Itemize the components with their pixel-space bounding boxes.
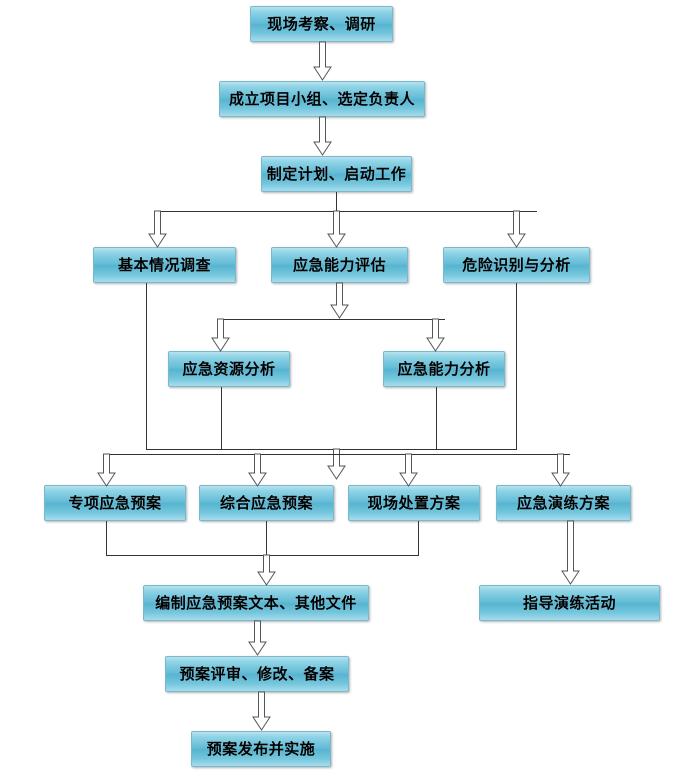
flow-node-drill-plan[interactable]: 应急演练方案	[496, 485, 631, 521]
edge-line-make-plan-stem	[336, 192, 337, 211]
edge-arrow-form-team-to-make-plan	[313, 116, 332, 156]
flow-node-site-survey[interactable]: 现场考察、调研	[250, 6, 393, 42]
edge-bar-row3-split	[157, 211, 537, 212]
flow-node-label: 基本情况调查	[117, 255, 211, 274]
flow-node-label: 专项应急预案	[68, 493, 162, 512]
flow-node-capability-assessment[interactable]: 应急能力评估	[271, 247, 408, 283]
flow-node-label: 预案发布并实施	[206, 739, 316, 758]
flow-node-label: 现场考察、调研	[267, 14, 376, 33]
flow-node-hazard-identification[interactable]: 危险识别与分析	[443, 247, 590, 283]
edge-arrow-to-comprehensive-plan	[248, 453, 267, 487]
flow-node-special-plan[interactable]: 专项应急预案	[44, 485, 186, 521]
flow-node-resource-analysis[interactable]: 应急资源分析	[168, 351, 290, 387]
edge-arrow-to-hazard-identification	[507, 210, 526, 248]
edge-arrow-merge-to-compile-documents	[257, 554, 276, 586]
flow-node-label: 指导演练活动	[522, 593, 616, 612]
edge-arrow-site-survey-to-form-team	[313, 41, 332, 81]
edge-bar-row5-merge	[146, 449, 517, 450]
edge-arrow-drill-plan-to-guide-drills	[561, 520, 580, 585]
flow-node-review-revise-file[interactable]: 预案评审、修改、备案	[165, 656, 349, 692]
edge-bar-row6-split	[106, 454, 570, 455]
flow-node-onsite-plan[interactable]: 现场处置方案	[348, 485, 480, 521]
edge-line-resource-analysis-down	[221, 387, 222, 449]
edge-arrow-review-to-publish	[252, 691, 271, 731]
flow-node-comprehensive-plan[interactable]: 综合应急预案	[199, 485, 334, 521]
flow-node-label: 制定计划、启动工作	[266, 164, 407, 183]
flow-node-label: 危险识别与分析	[462, 255, 571, 274]
flow-node-label: 成立项目小组、选定负责人	[228, 89, 415, 108]
edge-arrow-to-onsite-plan	[399, 453, 418, 487]
edge-arrow-merge-to-row6	[327, 448, 346, 480]
edge-arrow-compile-to-review	[248, 620, 267, 656]
edge-arrow-capability-assessment-down	[330, 282, 349, 319]
edge-arrow-to-capability-analysis	[426, 318, 445, 352]
flow-node-label: 综合应急预案	[219, 493, 313, 512]
flow-node-label: 预案评审、修改、备案	[179, 664, 335, 683]
edge-bar-row4-split	[220, 319, 445, 320]
edge-line-capability-analysis-down	[436, 387, 437, 449]
edge-arrow-to-capability-assessment	[327, 210, 346, 248]
edge-arrow-to-resource-analysis	[211, 318, 230, 352]
flow-node-form-team[interactable]: 成立项目小组、选定负责人	[219, 81, 425, 117]
edge-line-comprehensive-plan-down	[266, 521, 267, 555]
flow-node-label: 应急演练方案	[516, 493, 610, 512]
edge-bar-row7-merge	[106, 555, 419, 556]
flow-node-make-plan[interactable]: 制定计划、启动工作	[261, 156, 412, 192]
flow-node-basic-survey[interactable]: 基本情况调查	[93, 247, 236, 283]
flow-node-label: 编制应急预案文本、其他文件	[155, 593, 357, 612]
flow-node-publish-implement[interactable]: 预案发布并实施	[191, 731, 331, 767]
edge-line-basic-survey-down	[146, 283, 147, 449]
edge-arrow-to-drill-plan	[551, 453, 570, 487]
edge-line-special-plan-down	[106, 521, 107, 555]
edge-line-onsite-plan-down	[418, 521, 419, 555]
flow-node-label: 现场处置方案	[367, 493, 461, 512]
flow-node-label: 应急能力分析	[397, 359, 491, 378]
edge-line-hazard-identification-down	[516, 283, 517, 449]
flow-node-compile-documents[interactable]: 编制应急预案文本、其他文件	[143, 585, 369, 621]
flow-node-label: 应急能力评估	[292, 255, 386, 274]
edge-arrow-to-special-plan	[97, 453, 116, 487]
edge-arrow-to-basic-survey	[148, 210, 167, 248]
flow-node-capability-analysis[interactable]: 应急能力分析	[383, 351, 505, 387]
flow-node-label: 应急资源分析	[182, 359, 276, 378]
flow-node-guide-drills[interactable]: 指导演练活动	[479, 585, 660, 621]
